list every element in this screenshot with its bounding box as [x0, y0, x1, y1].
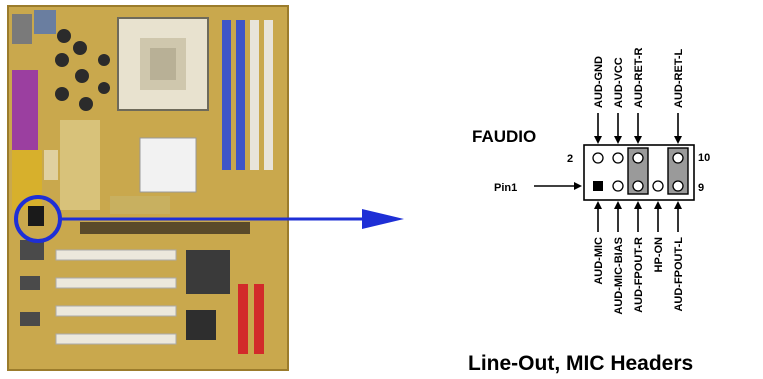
pin-2 — [592, 152, 604, 164]
callout-arrowhead — [362, 209, 404, 229]
bottom-pin-label-aud-mic-bias: AUD-MIC-BIAS — [613, 237, 625, 315]
faudio-header-on-board — [28, 206, 44, 226]
pin-3 — [612, 180, 624, 192]
pin-6 — [632, 152, 644, 164]
pin-number-2: 2 — [567, 153, 573, 165]
top-pin-label-aud-vcc: AUD-VCC — [613, 57, 625, 108]
top-pin-label-aud-gnd: AUD-GND — [593, 56, 605, 108]
bottom-pin-label-aud-fpout-r: AUD-FPOUT-R — [633, 237, 645, 313]
caption: Line-Out, MIC Headers — [468, 352, 693, 375]
pin-9 — [672, 180, 684, 192]
header-name: FAUDIO — [472, 127, 536, 146]
pin-1 — [593, 181, 603, 191]
motherboard-photo — [7, 5, 289, 371]
pin-10 — [672, 152, 684, 164]
pin1-label: Pin1 — [494, 182, 517, 194]
top-pin-label-aud-ret-r: AUD-RET-R — [633, 47, 645, 108]
pin-number-10: 10 — [698, 152, 710, 164]
bottom-pin-label-aud-fpout-l: AUD-FPOUT-L — [673, 237, 685, 312]
pin-4 — [612, 152, 624, 164]
bottom-pin-label-aud-mic: AUD-MIC — [593, 237, 605, 285]
top-pin-label-aud-ret-l: AUD-RET-L — [673, 48, 685, 108]
pin-7 — [652, 180, 664, 192]
pin-number-9: 9 — [698, 182, 704, 194]
pin-5 — [632, 180, 644, 192]
bottom-pin-label-hp-on: HP-ON — [653, 237, 665, 273]
